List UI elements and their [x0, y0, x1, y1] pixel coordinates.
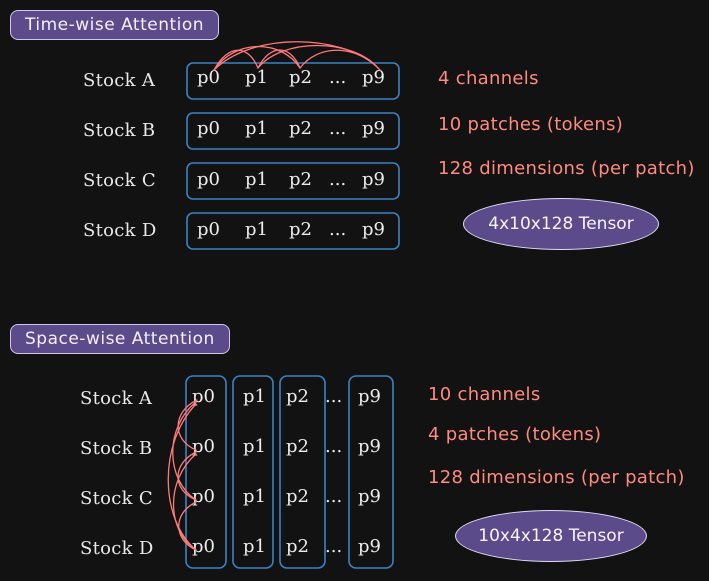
space-token: ...: [325, 486, 343, 507]
time-token: p2: [289, 219, 312, 240]
space-arc: [172, 401, 197, 501]
time-stock-label: Stock A: [83, 70, 156, 91]
time-token: p0: [197, 219, 220, 240]
space-info-channels: 10 channels: [428, 384, 541, 405]
time-token: p9: [362, 67, 385, 88]
space-token: p9: [358, 386, 381, 407]
space-arc: [172, 453, 197, 551]
time-stock-label: Stock D: [83, 220, 157, 241]
time-token: p2: [289, 118, 312, 139]
time-token: p1: [245, 219, 268, 240]
space-token: p1: [243, 486, 266, 507]
time-token: p2: [289, 67, 312, 88]
time-row-box-c: [186, 162, 400, 200]
time-token: ...: [329, 169, 347, 190]
time-token: p0: [197, 118, 220, 139]
space-col-box-p2: [279, 375, 326, 569]
time-wise-title: Time-wise Attention: [10, 10, 220, 40]
time-token: ...: [329, 67, 347, 88]
time-token: p0: [197, 67, 220, 88]
space-arc: [177, 451, 197, 501]
space-token: p9: [358, 536, 381, 557]
space-stock-label: Stock B: [80, 438, 153, 459]
space-tensor-badge: 10x4x128 Tensor: [455, 510, 647, 562]
space-wise-title: Space-wise Attention: [10, 324, 230, 354]
space-arc: [167, 403, 197, 551]
space-token: p2: [286, 386, 309, 407]
space-token: p9: [358, 436, 381, 457]
time-arc: [257, 49, 301, 69]
space-arc: [178, 501, 197, 551]
space-token: ...: [325, 386, 343, 407]
space-token: p0: [192, 486, 215, 507]
space-token: p1: [243, 536, 266, 557]
space-token: ...: [325, 436, 343, 457]
time-token: p1: [245, 118, 268, 139]
space-token: p1: [243, 386, 266, 407]
time-row-box-a: [186, 62, 400, 100]
time-token: ...: [329, 219, 347, 240]
time-arc: [213, 49, 259, 71]
time-token: p9: [362, 169, 385, 190]
space-info-patches: 4 patches (tokens): [428, 424, 602, 445]
space-token: p0: [192, 386, 215, 407]
time-token: ...: [329, 118, 347, 139]
time-stock-label: Stock B: [83, 120, 156, 141]
time-arc: [299, 49, 381, 71]
time-row-box-b: [186, 112, 400, 150]
space-token: p2: [286, 486, 309, 507]
space-stock-label: Stock C: [80, 488, 153, 509]
space-token: ...: [325, 536, 343, 557]
space-token: p0: [192, 536, 215, 557]
space-token: p2: [286, 436, 309, 457]
time-row-box-d: [186, 212, 400, 250]
time-token: p1: [245, 169, 268, 190]
space-col-box-p1: [232, 375, 274, 569]
time-token: p9: [362, 219, 385, 240]
time-info-patches: 10 patches (tokens): [438, 114, 624, 135]
time-info-dimensions: 128 dimensions (per patch): [438, 158, 695, 179]
space-col-box-p0: [185, 375, 227, 569]
space-info-dimensions: 128 dimensions (per patch): [428, 467, 685, 488]
time-token: p9: [362, 118, 385, 139]
time-tensor-badge: 4x10x128 Tensor: [463, 198, 659, 250]
time-token: p0: [197, 169, 220, 190]
space-stock-label: Stock A: [80, 388, 153, 409]
time-token: p2: [289, 169, 312, 190]
time-token: p1: [245, 67, 268, 88]
time-arc: [213, 41, 377, 71]
space-token: p9: [358, 486, 381, 507]
space-token: p1: [243, 436, 266, 457]
space-stock-label: Stock D: [80, 538, 154, 559]
space-token: p2: [286, 536, 309, 557]
space-token: p0: [192, 436, 215, 457]
time-info-channels: 4 channels: [438, 68, 539, 89]
time-stock-label: Stock C: [83, 170, 156, 191]
space-col-box-p9: [348, 375, 394, 569]
